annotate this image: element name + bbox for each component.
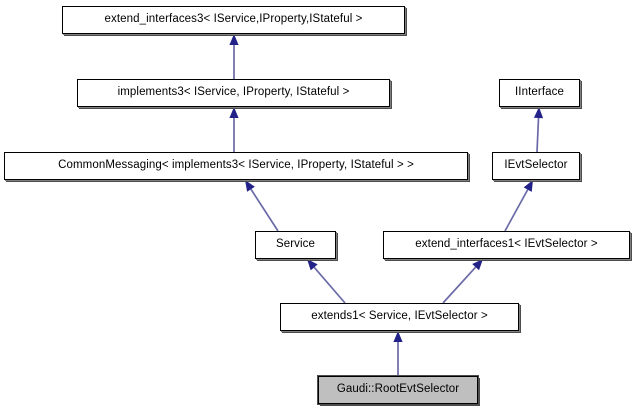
inheritance-edge xyxy=(393,331,403,376)
class-node-label: Gaudi::RootEvtSelector xyxy=(336,383,460,396)
class-node-IInterface[interactable]: IInterface xyxy=(499,79,580,107)
class-node-label: IInterface xyxy=(515,86,564,99)
inheritance-edge xyxy=(307,259,346,304)
edge-line xyxy=(250,188,279,232)
class-node-label: extend_interfaces3< IService,IProperty,I… xyxy=(104,13,363,26)
class-node-label: IEvtSelector xyxy=(504,159,568,172)
class-node-extends1[interactable]: extends1< Service, IEvtSelector > xyxy=(280,303,519,331)
edge-line xyxy=(536,117,540,153)
edge-arrowhead-icon xyxy=(393,331,403,342)
edge-line xyxy=(313,266,346,304)
edge-arrowhead-icon xyxy=(229,107,239,118)
edge-arrowhead-icon xyxy=(229,34,239,45)
edge-arrowhead-icon xyxy=(533,107,544,119)
edge-arrowhead-icon xyxy=(523,180,533,192)
edge-arrowhead-icon xyxy=(307,259,318,271)
inheritance-edge xyxy=(533,107,544,153)
class-node-extend_interfaces3[interactable]: extend_interfaces3< IService,IProperty,I… xyxy=(62,6,405,34)
edge-line xyxy=(442,266,477,304)
class-node-label: CommonMessaging< implements3< IService, … xyxy=(58,159,414,172)
class-node-label: extend_interfaces1< IEvtSelector > xyxy=(415,238,598,251)
class-node-extend_interfaces1[interactable]: extend_interfaces1< IEvtSelector > xyxy=(383,231,630,259)
class-node-label: Service xyxy=(275,238,316,251)
inheritance-edge xyxy=(229,34,239,79)
class-node-implements3[interactable]: implements3< IService, IProperty, IState… xyxy=(77,79,390,107)
edge-arrowhead-icon xyxy=(245,180,255,192)
edge-arrowhead-icon xyxy=(472,259,483,271)
class-node-IEvtSelector[interactable]: IEvtSelector xyxy=(492,152,580,180)
class-node-Gaudi_RootEvtSelector[interactable]: Gaudi::RootEvtSelector xyxy=(317,375,479,405)
class-node-Service[interactable]: Service xyxy=(255,231,336,259)
class-node-label: implements3< IService, IProperty, IState… xyxy=(117,86,350,99)
class-node-CommonMessaging[interactable]: CommonMessaging< implements3< IService, … xyxy=(4,152,468,180)
inheritance-edge xyxy=(245,180,279,232)
inheritance-edge xyxy=(442,259,483,304)
inheritance-edge xyxy=(229,107,239,152)
class-node-label: extends1< Service, IEvtSelector > xyxy=(311,310,488,323)
edge-line xyxy=(504,189,529,232)
inheritance-edge xyxy=(504,180,533,232)
